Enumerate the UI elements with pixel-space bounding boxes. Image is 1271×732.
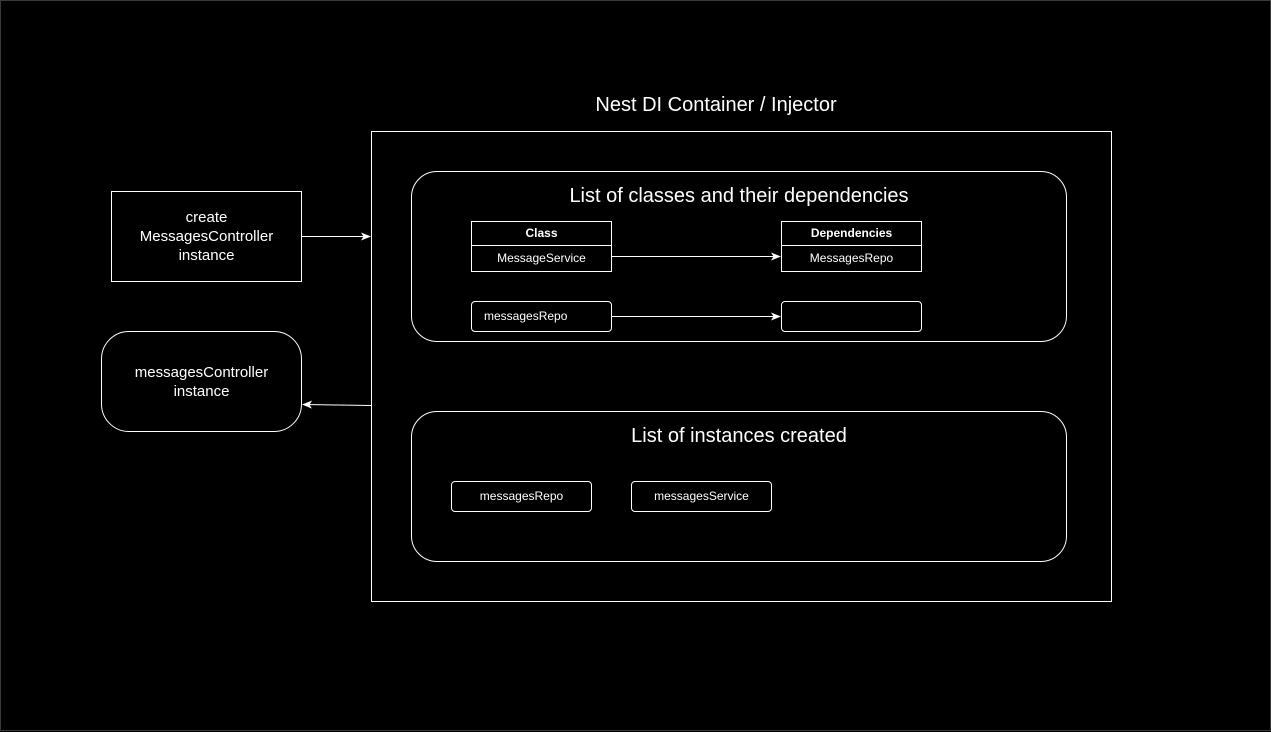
create-request-box: create MessagesController instance [111, 191, 302, 282]
dependencies-table: Dependencies MessagesRepo [781, 221, 922, 272]
response-arrow [302, 400, 372, 409]
instance-item-label: messagesService [654, 489, 749, 503]
di-container-box [371, 131, 1112, 602]
dependencies-table-header: Dependencies [782, 222, 921, 246]
class-table: Class MessageService [471, 221, 612, 272]
dependencies-table-cell: MessagesRepo [809, 251, 894, 265]
dependencies-panel: List of classes and their dependencies [411, 171, 1067, 342]
class-table-header: Class [472, 222, 611, 246]
class-entry-messages-repo-label: messagesRepo [484, 309, 568, 323]
instances-panel-title: List of instances created [631, 425, 847, 447]
dependencies-entry-empty [781, 301, 922, 332]
class-table-cell: MessageService [497, 251, 586, 265]
instance-item-messages-repo: messagesRepo [451, 481, 592, 512]
controller-instance-line1: messagesController [134, 363, 269, 381]
create-request-line1: create [185, 209, 228, 226]
controller-instance-line2: instance [173, 382, 230, 400]
instance-item-label: messagesRepo [479, 489, 564, 503]
create-request-line2: MessagesController [139, 228, 274, 245]
class-entry-messages-repo: messagesRepo [471, 301, 612, 332]
create-request-line3: instance [178, 247, 235, 264]
instance-item-messages-service: messagesService [631, 481, 772, 512]
diagram-title: Nest DI Container / Injector [595, 94, 837, 116]
instances-panel: List of instances created [411, 411, 1067, 562]
controller-instance-box: messagesController instance [101, 331, 302, 432]
dependencies-panel-title: List of classes and their dependencies [569, 185, 909, 207]
